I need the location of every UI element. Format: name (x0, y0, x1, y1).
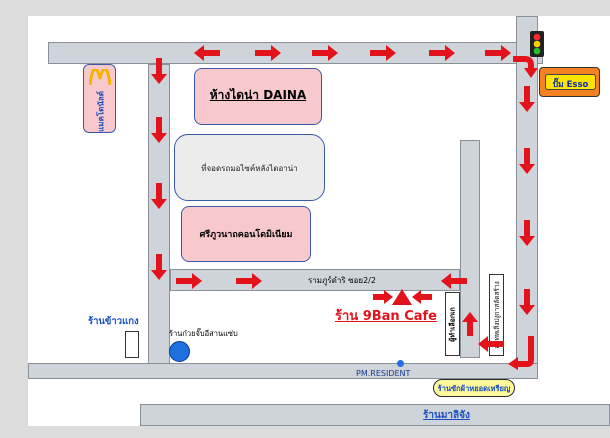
red-arrow-icon (151, 254, 167, 280)
mcdonalds-label: แมคโดนัลด์ (96, 91, 106, 132)
rice-shop-label: ร้านข้าวแกง (88, 316, 139, 327)
esso-label: ปั๊ม Esso (552, 80, 589, 90)
red-arrow-icon (194, 45, 220, 61)
top-road (48, 42, 543, 64)
inner-road (460, 140, 480, 358)
pm-resident-dot (397, 360, 404, 367)
soi-label: รามภูร์ดำริ ซอย2/2 (308, 276, 376, 285)
red-arrow-icon (519, 86, 535, 112)
red-arrow-icon (151, 183, 167, 209)
school-sign-label: ผู้ทำเลือกเก (448, 307, 457, 342)
esso-pump: ปั๊ม Esso (539, 67, 600, 97)
esso-sign: ปั๊ม Esso (545, 74, 596, 90)
cafe-marker-icon (392, 289, 412, 305)
red-arrow-icon (513, 56, 538, 78)
red-arrow-icon (519, 148, 535, 174)
red-arrow-icon (478, 336, 504, 352)
condo-building: ศรีภูวนาถคอนโดมิเนียม (181, 206, 311, 262)
rice-shop-box (125, 331, 139, 358)
red-arrow-icon (462, 312, 478, 336)
left-road (148, 64, 170, 364)
mali-shop-label: ร้านมาลิจัง (423, 410, 470, 421)
landmark-circle-icon (169, 341, 190, 362)
route-map: ห้างไดน่า DAINA ที่จอดรถมอไซค์หลังไดอาน่… (28, 16, 610, 426)
noodle-shop-label: ร้านก๋วยจั๊บอีสานแซ่บ (169, 329, 238, 338)
mall-building: ห้างไดน่า DAINA (194, 68, 322, 125)
red-arrow-icon (370, 45, 396, 61)
red-arrow-icon (176, 273, 202, 289)
parking-label: ที่จอดรถมอไซค์หลังไดอาน่า (201, 164, 298, 173)
red-arrow-icon (441, 273, 467, 289)
pm-resident-label: PM.RESIDENT (356, 369, 411, 378)
red-arrow-icon (519, 220, 535, 246)
red-arrow-icon (373, 290, 393, 304)
red-arrow-icon (255, 45, 281, 61)
red-arrow-icon (485, 45, 511, 61)
bakery-sign-box: ลดทหเสิ่งปงูกาสลัดสร้าง (489, 274, 504, 356)
condo-label: ศรีภูวนาถคอนโดมิเนียม (199, 230, 293, 240)
laundry-label: ร้านซักผ้าหยอดเหรียญ (437, 384, 511, 393)
red-arrow-icon (151, 58, 167, 84)
cafe-label: ร้าน 9Ban Cafe (335, 309, 437, 324)
red-arrow-icon (429, 45, 455, 61)
red-arrow-icon (508, 336, 534, 370)
mcdonalds-logo (89, 69, 111, 85)
red-arrow-icon (151, 117, 167, 143)
school-sign-box: ผู้ทำเลือกเก (445, 292, 460, 356)
laundry-shop: ร้านซักผ้าหยอดเหรียญ (433, 379, 515, 397)
mcdonalds-building: แมคโดนัลด์ (83, 64, 116, 133)
mall-label: ห้างไดน่า DAINA (209, 88, 307, 102)
pm-resident-road (28, 363, 538, 379)
traffic-light-icon (530, 31, 544, 57)
red-arrow-icon (412, 290, 432, 304)
parking-building: ที่จอดรถมอไซค์หลังไดอาน่า (174, 134, 325, 201)
red-arrow-icon (236, 273, 262, 289)
bottom-road (140, 404, 610, 426)
red-arrow-icon (312, 45, 338, 61)
red-arrow-icon (519, 289, 535, 315)
